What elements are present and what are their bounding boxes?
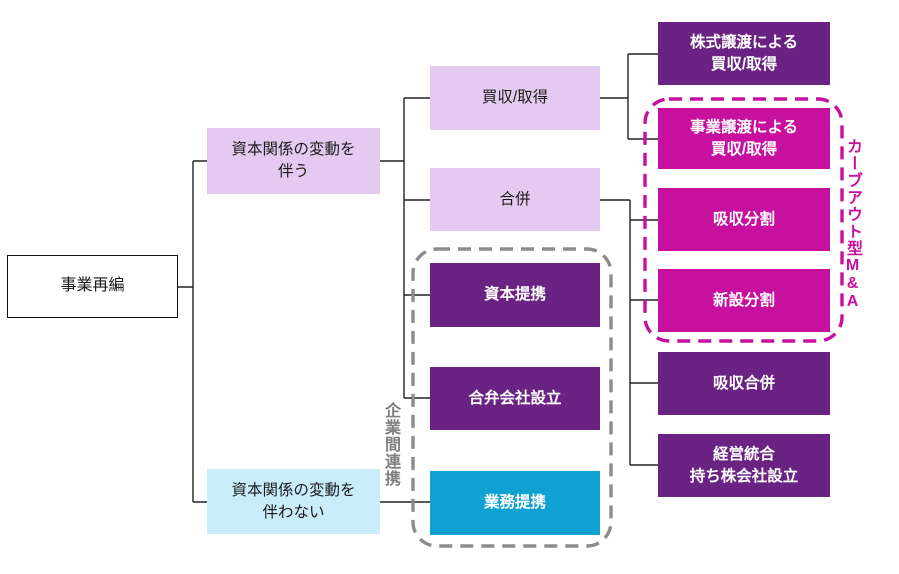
node-share-transfer-acquisition: 株式譲渡による 買収/取得: [658, 22, 830, 85]
carveout-group-label: カーブアウト型M&A: [844, 138, 861, 311]
connector-root-tree: [178, 160, 207, 503]
connector-acquisition-tree: [600, 53, 658, 140]
node-incorporation-split: 新設分割: [658, 269, 830, 332]
node-without-capital-change: 資本関係の変動を 伴わない: [207, 469, 380, 534]
inter-company-group-label: 企業間連携: [382, 402, 399, 487]
inter-company-group-outline: [411, 247, 613, 548]
node-absorption-split: 吸収分割: [658, 188, 830, 251]
carveout-group-outline: [643, 97, 844, 343]
node-joint-venture: 合弁会社設立: [430, 367, 600, 430]
node-merger: 合併: [430, 168, 600, 231]
node-with-capital-change: 資本関係の変動を 伴う: [207, 128, 380, 194]
connector-capital-change-tree: [380, 97, 430, 399]
node-capital-alliance: 資本提携: [430, 263, 600, 327]
node-business-alliance: 業務提携: [430, 471, 600, 535]
node-business-restructuring: 事業再編: [7, 255, 178, 318]
node-acquisition: 買収/取得: [430, 66, 600, 130]
node-management-integration: 経営統合 持ち株会社設立: [658, 434, 830, 497]
node-business-transfer-acquisition: 事業譲渡による 買収/取得: [658, 108, 830, 169]
node-absorption-merger: 吸収合併: [658, 352, 830, 415]
